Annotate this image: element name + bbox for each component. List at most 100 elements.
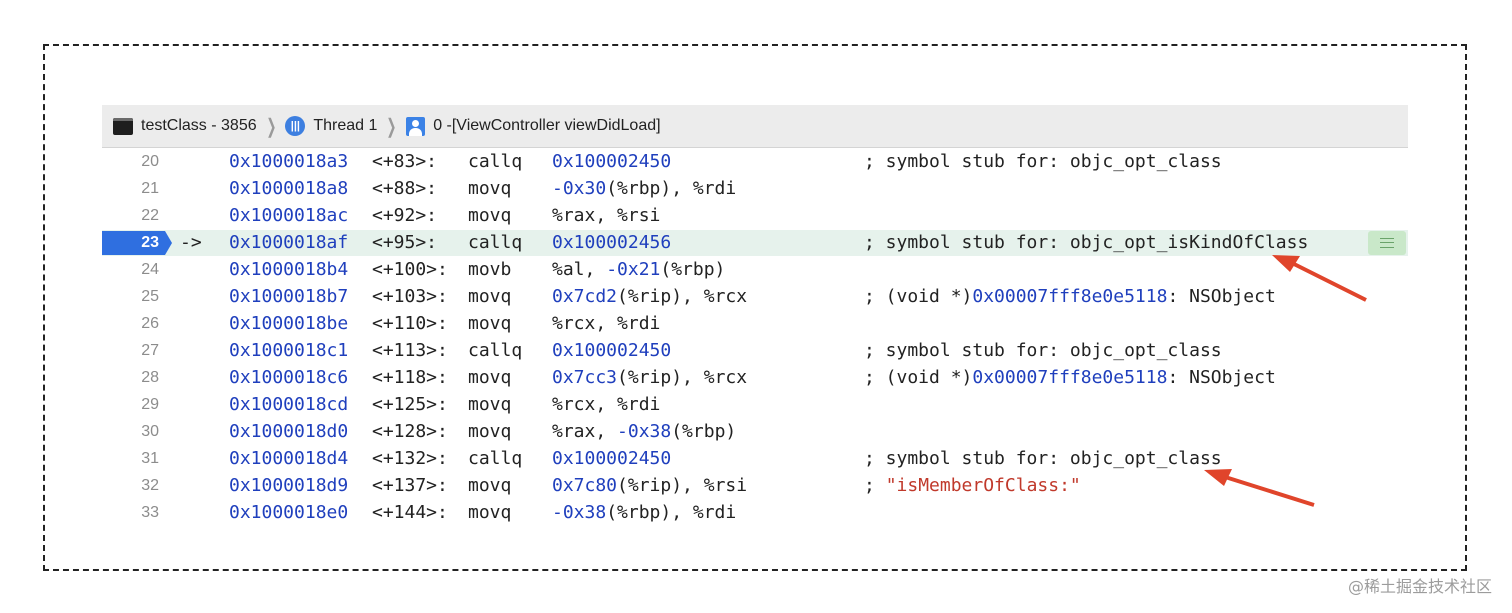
line-number[interactable]: 24 xyxy=(141,261,159,278)
offset: <+95>: xyxy=(372,232,438,253)
jump-bar-frame[interactable]: 0 -[ViewController viewDidLoad] xyxy=(406,116,661,136)
operand-number: 0x100002450 xyxy=(552,340,672,361)
opcode: movb xyxy=(468,259,512,280)
offset: <+128>: xyxy=(372,421,448,442)
operand-text: (%rbp) xyxy=(671,421,737,442)
dashed-frame xyxy=(43,44,1467,571)
offset: <+118>: xyxy=(372,367,448,388)
instruction-row[interactable]: 25 0x1000018b7 <+103>: movq 0x7cd2(%rip), %r… xyxy=(102,284,1408,310)
line-number[interactable]: 31 xyxy=(141,450,159,467)
red-arrow-2 xyxy=(1204,469,1315,507)
terminal-icon xyxy=(113,117,133,135)
operands: 0x7c80(%rip), %rsi xyxy=(552,473,747,499)
comment-text: : NSObject xyxy=(1167,367,1276,388)
opcode: movq xyxy=(468,205,512,226)
opcode: movq xyxy=(468,313,512,334)
operands: %rax, -0x38(%rbp) xyxy=(552,419,736,445)
line-number[interactable]: 20 xyxy=(141,153,159,170)
operands: 0x100002450 xyxy=(552,446,671,472)
line-number[interactable]: 21 xyxy=(141,180,159,197)
comment-number: 0x00007fff8e0e5118 xyxy=(972,367,1168,388)
opcode: callq xyxy=(468,232,523,253)
operand-number: 0x7cc3 xyxy=(552,367,618,388)
address: 0x1000018c1 xyxy=(229,340,349,361)
comment-text: ; (void *) xyxy=(864,286,973,307)
address: 0x1000018b4 xyxy=(229,259,349,280)
opcode: movq xyxy=(468,178,512,199)
comment-text: ; symbol stub for: objc_opt_class xyxy=(864,340,1222,361)
offset: <+125>: xyxy=(372,394,448,415)
opcode: movq xyxy=(468,421,512,442)
address: 0x1000018c6 xyxy=(229,367,349,388)
comment-text: : NSObject xyxy=(1167,286,1276,307)
operands: 0x7cd2(%rip), %rcx xyxy=(552,284,747,310)
process-label: testClass - 3856 xyxy=(141,117,257,134)
operand-number: 0x7cd2 xyxy=(552,286,618,307)
opcode: movq xyxy=(468,475,512,496)
annotation-menu-icon[interactable] xyxy=(1368,231,1406,255)
comment-text: ; symbol stub for: objc_opt_class xyxy=(864,448,1222,469)
line-number[interactable]: 25 xyxy=(141,288,159,305)
jump-bar: testClass - 3856 ❯ ||| Thread 1 ❯ 0 -[Vi… xyxy=(102,105,1408,148)
line-number[interactable]: 30 xyxy=(141,423,159,440)
comment: ; (void *)0x00007fff8e0e5118: NSObject xyxy=(864,284,1276,310)
operand-text: %al, xyxy=(552,259,607,280)
jump-bar-thread[interactable]: ||| Thread 1 xyxy=(285,116,377,136)
line-number[interactable]: 32 xyxy=(141,477,159,494)
offset: <+103>: xyxy=(372,286,448,307)
operand-number: -0x30 xyxy=(552,178,607,199)
current-line-arrow: -> xyxy=(180,232,202,253)
address: 0x1000018d9 xyxy=(229,475,349,496)
comment-text: ; xyxy=(864,475,886,496)
jump-bar-process[interactable]: testClass - 3856 xyxy=(102,117,257,135)
address: 0x1000018cd xyxy=(229,394,349,415)
operand-number: -0x38 xyxy=(617,421,672,442)
address: 0x1000018b7 xyxy=(229,286,349,307)
operands: -0x30(%rbp), %rdi xyxy=(552,176,736,202)
watermark: @稀土掘金技术社区 xyxy=(1347,577,1492,596)
operand-text: (%rbp), %rdi xyxy=(606,502,737,523)
comment: ; "isMemberOfClass:" xyxy=(864,473,1081,499)
offset: <+110>: xyxy=(372,313,448,334)
operand-number: 0x100002450 xyxy=(552,151,672,172)
comment-text: ; symbol stub for: objc_opt_class xyxy=(864,151,1222,172)
line-number[interactable]: 22 xyxy=(141,207,159,224)
address: 0x1000018a8 xyxy=(229,178,349,199)
operands: %rcx, %rdi xyxy=(552,311,660,337)
line-number[interactable]: 27 xyxy=(141,342,159,359)
thread-icon: ||| xyxy=(285,116,306,136)
comment-string: "isMemberOfClass:" xyxy=(885,475,1081,496)
line-number[interactable]: 26 xyxy=(141,315,159,332)
operand-text: (%rip), %rsi xyxy=(617,475,748,496)
operand-text: %rcx, %rdi xyxy=(552,394,661,415)
operands: %rcx, %rdi xyxy=(552,392,660,418)
opcode: movq xyxy=(468,286,512,307)
offset: <+144>: xyxy=(372,502,448,523)
offset: <+113>: xyxy=(372,340,448,361)
comment: ; symbol stub for: objc_opt_class xyxy=(864,446,1222,472)
red-arrow-1 xyxy=(1272,255,1367,302)
comment-text: ; (void *) xyxy=(864,367,973,388)
line-number[interactable]: 28 xyxy=(141,369,159,386)
comment-number: 0x00007fff8e0e5118 xyxy=(972,286,1168,307)
operand-text: (%rbp) xyxy=(660,259,726,280)
thread-label: Thread 1 xyxy=(313,117,378,134)
line-number[interactable]: 33 xyxy=(141,504,159,521)
line-number[interactable]: 29 xyxy=(141,396,159,413)
operands: 0x7cc3(%rip), %rcx xyxy=(552,365,747,391)
line-number[interactable]: 23 xyxy=(141,234,159,251)
